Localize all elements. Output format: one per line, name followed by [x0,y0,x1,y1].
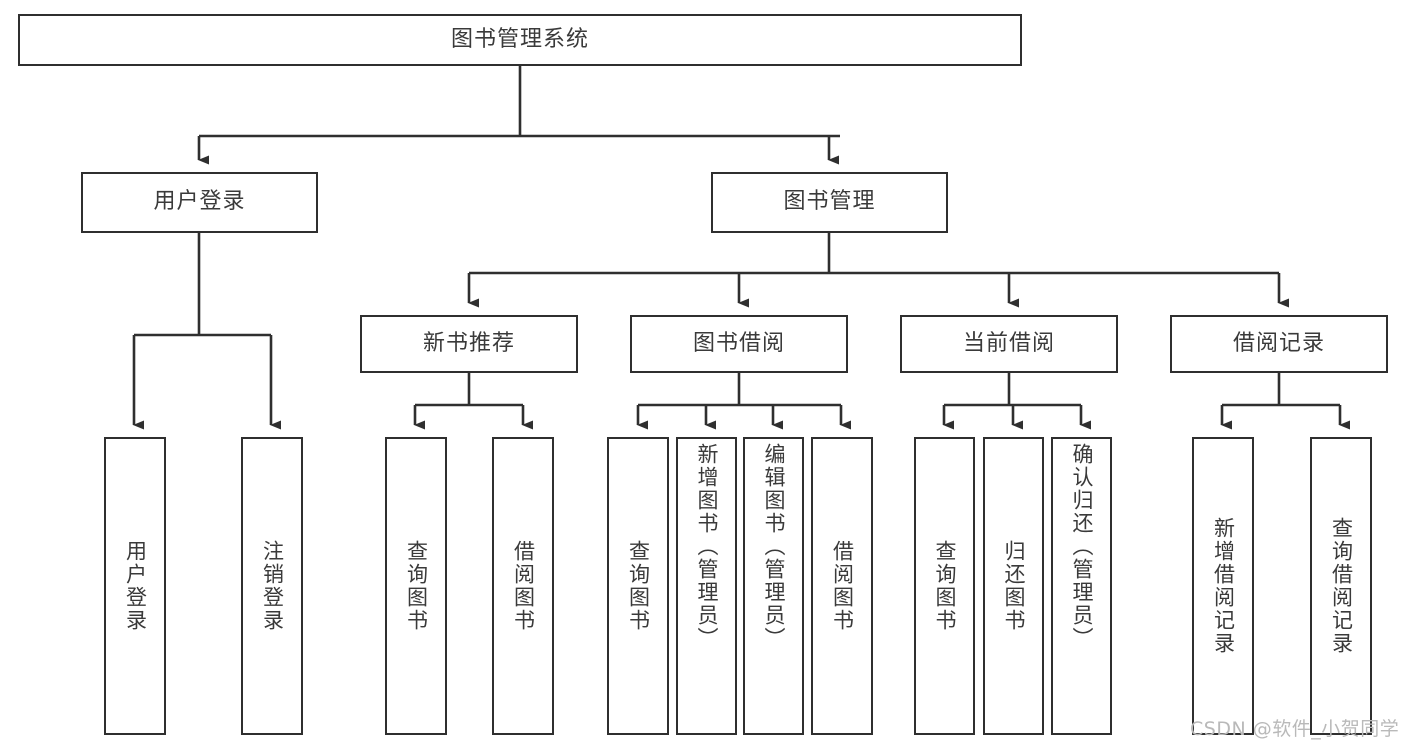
leaf-query-borrow-record[interactable]: 查询借阅记录 [1310,437,1372,735]
node-book-borrow-label: 图书借阅 [692,330,785,356]
leaf-user-login-label: 用户登录 [123,540,148,632]
node-current-borrow-label: 当前借阅 [962,330,1055,356]
leaf-confirm-return-label: 确认归还（管理员） [1069,443,1094,650]
leaf-query-book-3-label: 查询图书 [932,540,957,632]
node-book-manage-label: 图书管理 [783,189,876,215]
leaf-add-borrow-record[interactable]: 新增借阅记录 [1192,437,1254,735]
leaf-edit-book[interactable]: 编辑图书（管理员） [743,437,804,735]
leaf-add-book-label: 新增图书（管理员） [694,443,719,650]
node-user-login-label: 用户登录 [153,189,246,215]
leaf-user-logout-label: 注销登录 [260,540,285,632]
leaf-edit-book-label: 编辑图书（管理员） [761,443,786,650]
leaf-borrow-book-1-label: 借阅图书 [511,540,536,632]
leaf-return-book-label: 归还图书 [1001,540,1026,632]
leaf-borrow-book-2-label: 借阅图书 [830,540,855,632]
node-borrow-record-label: 借阅记录 [1232,330,1325,356]
node-user-login[interactable]: 用户登录 [81,172,318,233]
node-book-manage[interactable]: 图书管理 [711,172,948,233]
leaf-query-book-2-label: 查询图书 [626,540,651,632]
node-book-borrow[interactable]: 图书借阅 [630,315,848,373]
node-root-label: 图书管理系统 [450,26,589,52]
leaf-query-book-1-label: 查询图书 [404,540,429,632]
node-root[interactable]: 图书管理系统 [18,14,1022,66]
leaf-query-book-3[interactable]: 查询图书 [914,437,975,735]
node-new-book-recommend[interactable]: 新书推荐 [360,315,578,373]
leaf-borrow-book-2[interactable]: 借阅图书 [811,437,873,735]
leaf-add-borrow-record-label: 新增借阅记录 [1211,517,1236,655]
leaf-return-book[interactable]: 归还图书 [983,437,1044,735]
node-current-borrow[interactable]: 当前借阅 [900,315,1118,373]
leaf-query-book-1[interactable]: 查询图书 [385,437,447,735]
leaf-query-borrow-record-label: 查询借阅记录 [1329,517,1354,655]
node-borrow-record[interactable]: 借阅记录 [1170,315,1388,373]
csdn-watermark: CSDN @软件_小贺同学 [1190,718,1400,740]
node-new-book-recommend-label: 新书推荐 [422,330,515,356]
leaf-add-book[interactable]: 新增图书（管理员） [676,437,737,735]
leaf-borrow-book-1[interactable]: 借阅图书 [492,437,554,735]
leaf-query-book-2[interactable]: 查询图书 [607,437,669,735]
leaf-user-login[interactable]: 用户登录 [104,437,166,735]
leaf-confirm-return[interactable]: 确认归还（管理员） [1051,437,1112,735]
leaf-user-logout[interactable]: 注销登录 [241,437,303,735]
